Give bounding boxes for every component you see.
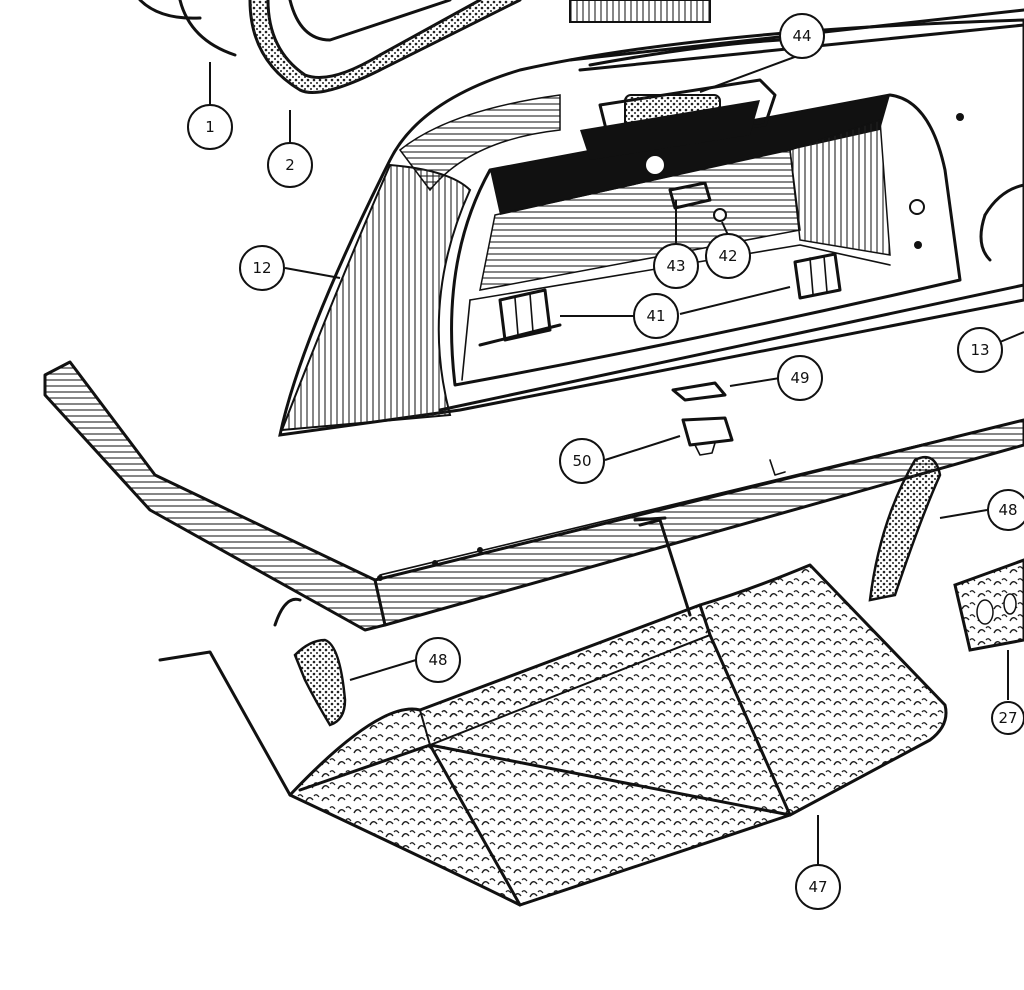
callout-48-left: 48 (415, 637, 461, 683)
side-panel (909, 183, 1024, 262)
callout-label-48-right: 48 (998, 501, 1017, 519)
callout-43: 43 (653, 243, 699, 289)
callout-41: 41 (633, 293, 679, 339)
callout-50: 50 (559, 438, 605, 484)
callout-47: 47 (795, 864, 841, 910)
rear-trim-strip (43, 360, 1024, 632)
callout-44: 44 (779, 13, 825, 59)
callout-48-right: 48 (987, 489, 1024, 531)
callout-label-2: 2 (285, 156, 295, 174)
rubber-strap-right (868, 455, 942, 602)
callout-42: 42 (705, 233, 751, 279)
rubber-strap-left (273, 597, 347, 727)
callout-label-49: 49 (790, 369, 809, 387)
callout-label-48-left: 48 (428, 651, 447, 669)
callout-label-1: 1 (205, 118, 215, 136)
clip-plate (671, 381, 727, 402)
callout-13: 13 (957, 327, 1003, 373)
callout-12: 12 (239, 245, 285, 291)
window-seal (138, 0, 522, 94)
callout-label-44: 44 (792, 27, 811, 45)
callout-label-50: 50 (572, 452, 591, 470)
leader-lines (209, 54, 1024, 865)
hinge-left (478, 288, 562, 347)
callout-49: 49 (777, 355, 823, 401)
callout-label-27: 27 (998, 709, 1017, 727)
boot-opening (450, 93, 964, 387)
bracket-part (668, 181, 712, 210)
callout-1: 1 (187, 104, 233, 150)
callout-label-13: 13 (970, 341, 989, 359)
hinge-right (793, 252, 842, 300)
luggage-basket (158, 516, 948, 907)
clip-nut (681, 416, 734, 456)
number-plate-lamp (953, 558, 1024, 652)
callout-2: 2 (267, 142, 313, 188)
callout-label-43: 43 (666, 257, 685, 275)
boot-lock (580, 78, 777, 176)
callout-label-41: 41 (646, 307, 665, 325)
grommet-part (713, 208, 727, 222)
callout-label-47: 47 (808, 878, 827, 896)
callout-label-12: 12 (252, 259, 271, 277)
callout-27: 27 (991, 701, 1024, 735)
callout-label-42: 42 (718, 247, 737, 265)
